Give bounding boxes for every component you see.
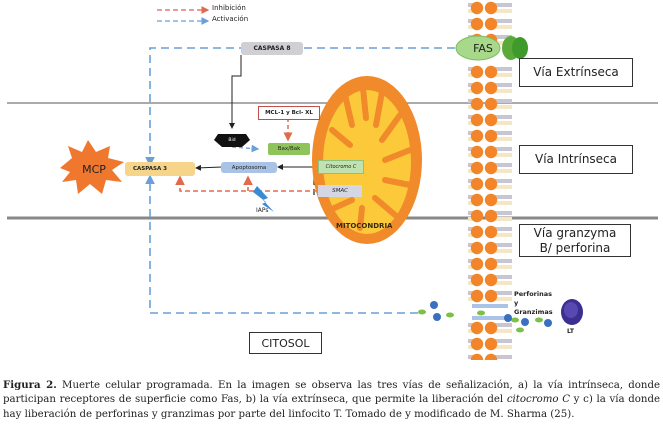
caspasa3-node: CASPASA 3 <box>125 162 195 176</box>
iaps-label: IAPs <box>256 207 269 214</box>
legend-activation-label: Activación <box>212 15 249 23</box>
perforinas-granzimas-label: Perforinas y Granzimas <box>514 290 553 316</box>
mcp-starburst <box>60 140 124 194</box>
mitochondria <box>312 76 422 244</box>
diagram-canvas <box>7 0 658 360</box>
mcl1-bclxl-node: MCL-1 y Bcl- XL <box>258 106 320 120</box>
fas-receptor <box>455 35 528 61</box>
arrow-bid-baxbak <box>231 144 260 153</box>
mitocondria-label: MITOCONDRIA <box>336 222 393 230</box>
baxbak-node: Bax/Bak <box>268 143 310 155</box>
pathway-extrinsic-box: Vía Extrínseca <box>519 58 633 87</box>
legend-inhibition-label: Inhibición <box>212 4 246 12</box>
inhibition-path-caspasa3 <box>175 175 318 192</box>
activation-path-fas-caspasa3 <box>145 47 455 167</box>
caption-italic: citocromo C <box>506 394 570 406</box>
apoptosis-diagram: Inhibición Activación CASPASA 8 FAS MCL-… <box>7 0 658 360</box>
iaps-icon <box>253 186 274 212</box>
arrow-caspasa8-bid <box>229 55 242 129</box>
lt-label: LT <box>567 328 574 335</box>
caption-text-1: Muerte celular programada. En la imagen … <box>3 380 660 406</box>
pathway-granzyme-box: Vía granzyma B/ perforina <box>519 224 631 257</box>
legend <box>157 6 210 25</box>
citocromo-c-node: Citocromo C <box>318 160 364 174</box>
figure-caption: Figura 2. Muerte celular programada. En … <box>3 378 660 422</box>
caption-text-2: y c) la vía donde hay liberación de perf… <box>3 394 661 420</box>
apoptosoma-node: Apoptosoma <box>221 162 277 173</box>
caption-label: Figura 2. <box>3 379 57 391</box>
pathway-intrinsic-box: Vía Intrínseca <box>519 145 633 174</box>
lymphocyte-t-cell <box>561 299 583 325</box>
arrow-apoptosoma-caspasa3 <box>195 164 223 171</box>
mcp-label: MCP <box>82 162 106 176</box>
activation-path-granzymes-caspasa3 <box>145 174 418 314</box>
fas-label: FAS <box>473 41 493 55</box>
bid-label: Bid <box>228 138 236 143</box>
caspasa8-node: CASPASA 8 <box>241 42 303 55</box>
citosol-box: CITOSOL <box>249 332 322 354</box>
smac-node: SMAC <box>318 185 362 197</box>
granzyme-particles <box>418 301 552 333</box>
bid-shape <box>214 134 250 147</box>
